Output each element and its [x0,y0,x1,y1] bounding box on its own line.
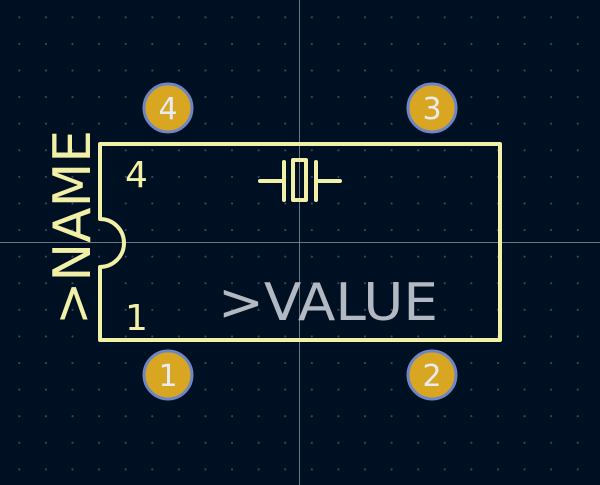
pad-number: 2 [422,359,441,394]
crosshair-horizontal [0,242,600,243]
name-label[interactable]: >NAME [43,130,103,325]
pin-marker-1: 1 [125,298,148,339]
pad-number: 1 [158,359,177,394]
pad-number: 3 [422,92,441,127]
pad-number: 4 [158,92,177,127]
pad-2[interactable]: 2 [406,349,458,401]
pin-marker-4: 4 [125,155,148,196]
value-label[interactable]: >VALUE [218,273,438,333]
pad-3[interactable]: 3 [406,82,458,134]
crystal-icon [258,158,342,202]
pad-4[interactable]: 4 [142,82,194,134]
footprint-outline[interactable] [98,142,502,342]
pad-1[interactable]: 1 [142,349,194,401]
